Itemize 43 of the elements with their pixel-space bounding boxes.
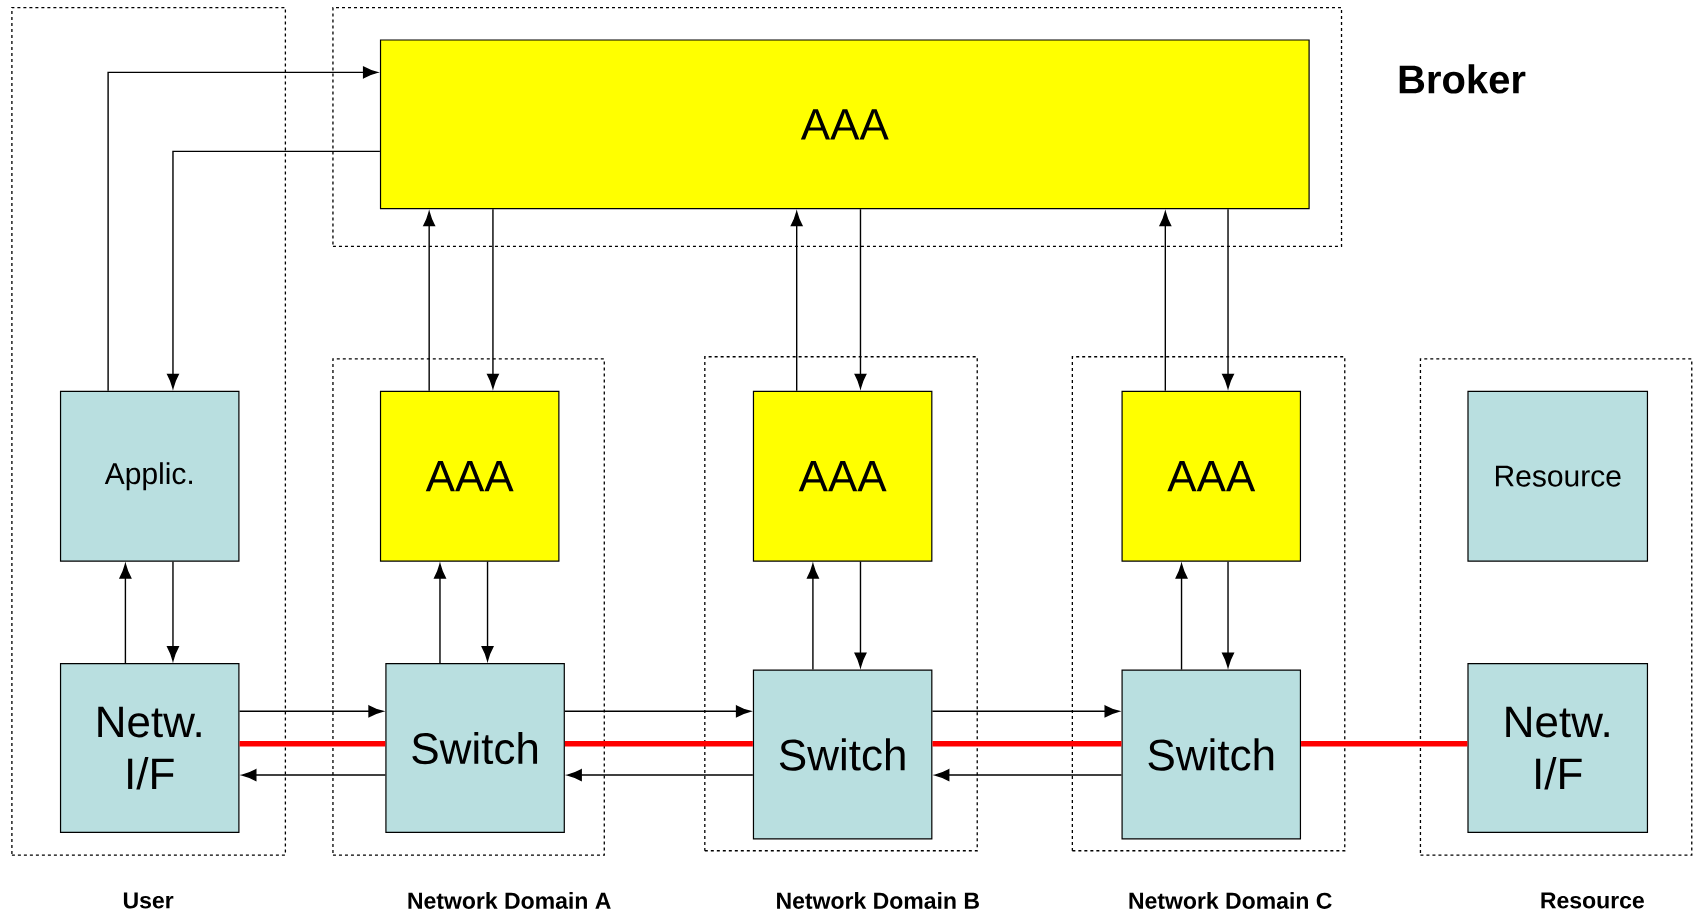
arrow [790,211,803,392]
component-box: Resource [1467,390,1649,562]
component-box: Switch [385,663,565,834]
group-label: Network Domain C [1129,892,1332,910]
heading-label: Broker [1399,64,1526,94]
aaa-box: AAA [1121,390,1302,562]
arrow [241,769,387,782]
arrow [1222,208,1234,389]
arrow [1222,561,1234,668]
aaa-box: AAA [379,39,1310,210]
component-box: Switch [752,669,933,840]
component-box: Applic. [59,390,240,562]
group-label: Network Domain A [408,892,611,910]
arrow [423,211,436,392]
arrow [564,705,751,718]
aaa-box: AAA [752,390,933,562]
arrow [854,561,867,668]
arrow [806,563,819,671]
arrow [119,563,132,664]
arrow [934,769,1123,782]
arrow [1175,563,1188,671]
arrow [167,561,179,662]
arrow [486,208,499,389]
arrow [931,705,1120,718]
arrow [107,66,378,392]
arrow [567,769,754,782]
connector-line [564,741,753,747]
arrow [434,563,446,664]
component-box: Netw. I/F [1467,663,1649,834]
component-box: Netw. I/F [59,663,240,834]
arrow [854,208,867,389]
arrow [238,705,384,718]
connector-line [932,741,1122,747]
group-label: Resource [1541,892,1644,909]
component-box: Switch [1121,669,1302,840]
arrow [167,150,381,389]
connector-line [1301,741,1468,747]
connector-line [239,741,386,747]
arrow [1159,211,1172,392]
arrow [481,561,494,662]
group-label: User [123,892,174,909]
aaa-box: AAA [379,390,560,562]
group-label: Network Domain B [777,892,979,910]
